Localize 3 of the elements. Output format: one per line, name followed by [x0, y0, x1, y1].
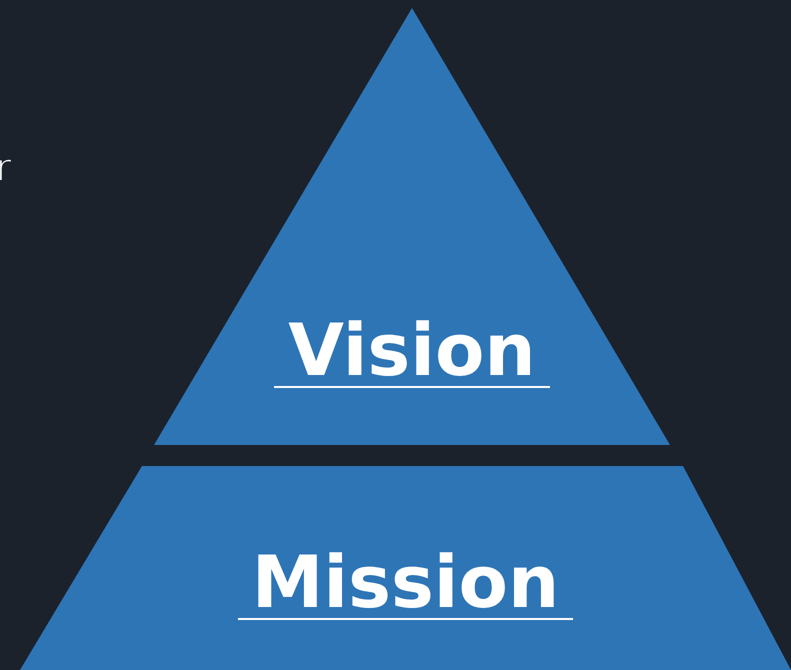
tier-label: Mission	[238, 546, 574, 620]
cut-off-text: r	[0, 148, 11, 189]
tier-label: Vision	[274, 314, 550, 388]
